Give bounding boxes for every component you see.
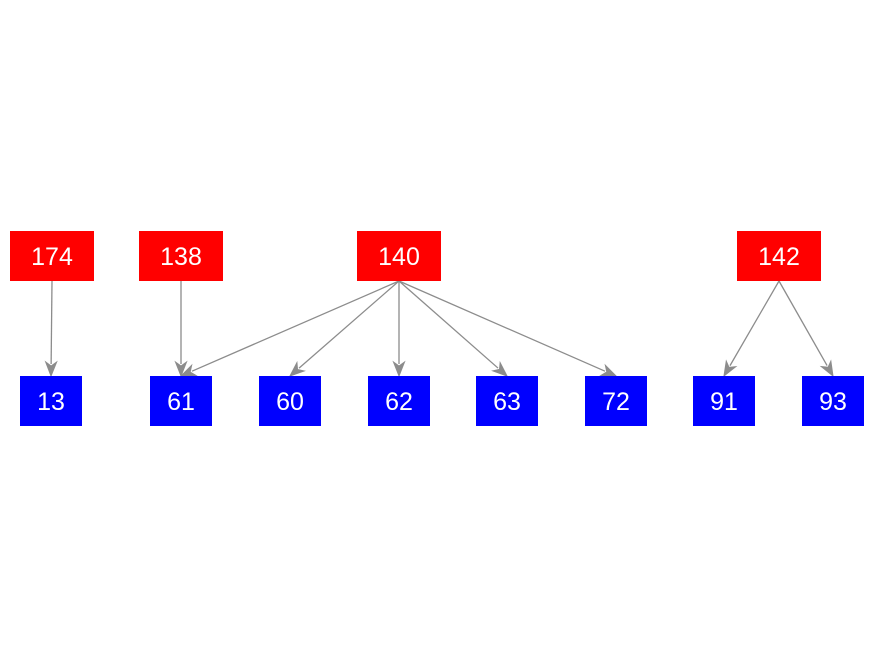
- arrowhead-icon: [288, 360, 306, 377]
- node-label: 140: [378, 243, 420, 271]
- edge-174-to-13: [44, 280, 58, 378]
- edge-140-to-60: [288, 280, 400, 377]
- nodes-layer: 174 138 140 142 13 61 60 62 63 72 91 93: [10, 231, 864, 426]
- arrowhead-icon: [392, 360, 406, 378]
- edge-140-to-62: [392, 281, 406, 378]
- child-node-box: [693, 376, 755, 426]
- node-label: 61: [167, 388, 195, 416]
- node-140: 140: [357, 231, 441, 281]
- node-label: 63: [493, 388, 521, 416]
- node-label: 174: [31, 243, 73, 271]
- edge-138-to-61: [174, 281, 188, 378]
- arrowhead-icon: [491, 360, 509, 377]
- edge-142-to-91: [723, 280, 780, 378]
- child-node-box: [150, 376, 212, 426]
- node-91: 91: [693, 376, 755, 426]
- parent-node-box: [10, 231, 94, 281]
- edge-line: [729, 280, 780, 366]
- arrowhead-icon: [179, 363, 198, 377]
- child-node-box: [585, 376, 647, 426]
- edge-line: [50, 280, 53, 365]
- node-label: 72: [602, 388, 630, 416]
- edge-line: [398, 280, 606, 372]
- node-174: 174: [10, 231, 94, 281]
- arrowhead-icon: [819, 359, 834, 378]
- node-63: 63: [476, 376, 538, 426]
- node-93: 93: [802, 376, 864, 426]
- edge-140-to-63: [398, 280, 509, 377]
- edge-line: [398, 280, 499, 369]
- arrowhead-icon: [723, 359, 738, 378]
- edges-layer: [44, 280, 834, 378]
- edge-line: [778, 280, 828, 366]
- arrowhead-icon: [599, 363, 618, 377]
- parent-node-box: [139, 231, 223, 281]
- node-label: 62: [385, 388, 413, 416]
- child-node-box: [20, 376, 82, 426]
- node-label: 60: [276, 388, 304, 416]
- child-node-box: [476, 376, 538, 426]
- child-node-box: [802, 376, 864, 426]
- node-label: 93: [819, 388, 847, 416]
- edge-line: [298, 280, 400, 369]
- edge-140-to-61: [179, 280, 400, 377]
- edge-line: [191, 280, 400, 372]
- node-13: 13: [20, 376, 82, 426]
- child-node-box: [368, 376, 430, 426]
- node-138: 138: [139, 231, 223, 281]
- node-label: 138: [160, 243, 202, 271]
- edge-142-to-93: [778, 280, 834, 378]
- edge-140-to-72: [398, 280, 618, 377]
- node-62: 62: [368, 376, 430, 426]
- node-72: 72: [585, 376, 647, 426]
- node-label: 13: [37, 388, 65, 416]
- parent-node-box: [737, 231, 821, 281]
- arrowhead-icon: [174, 360, 188, 378]
- node-142: 142: [737, 231, 821, 281]
- node-61: 61: [150, 376, 212, 426]
- child-node-box: [259, 376, 321, 426]
- node-label: 91: [710, 388, 738, 416]
- node-label: 142: [758, 243, 800, 271]
- node-60: 60: [259, 376, 321, 426]
- arrowhead-icon: [44, 360, 58, 378]
- parent-node-box: [357, 231, 441, 281]
